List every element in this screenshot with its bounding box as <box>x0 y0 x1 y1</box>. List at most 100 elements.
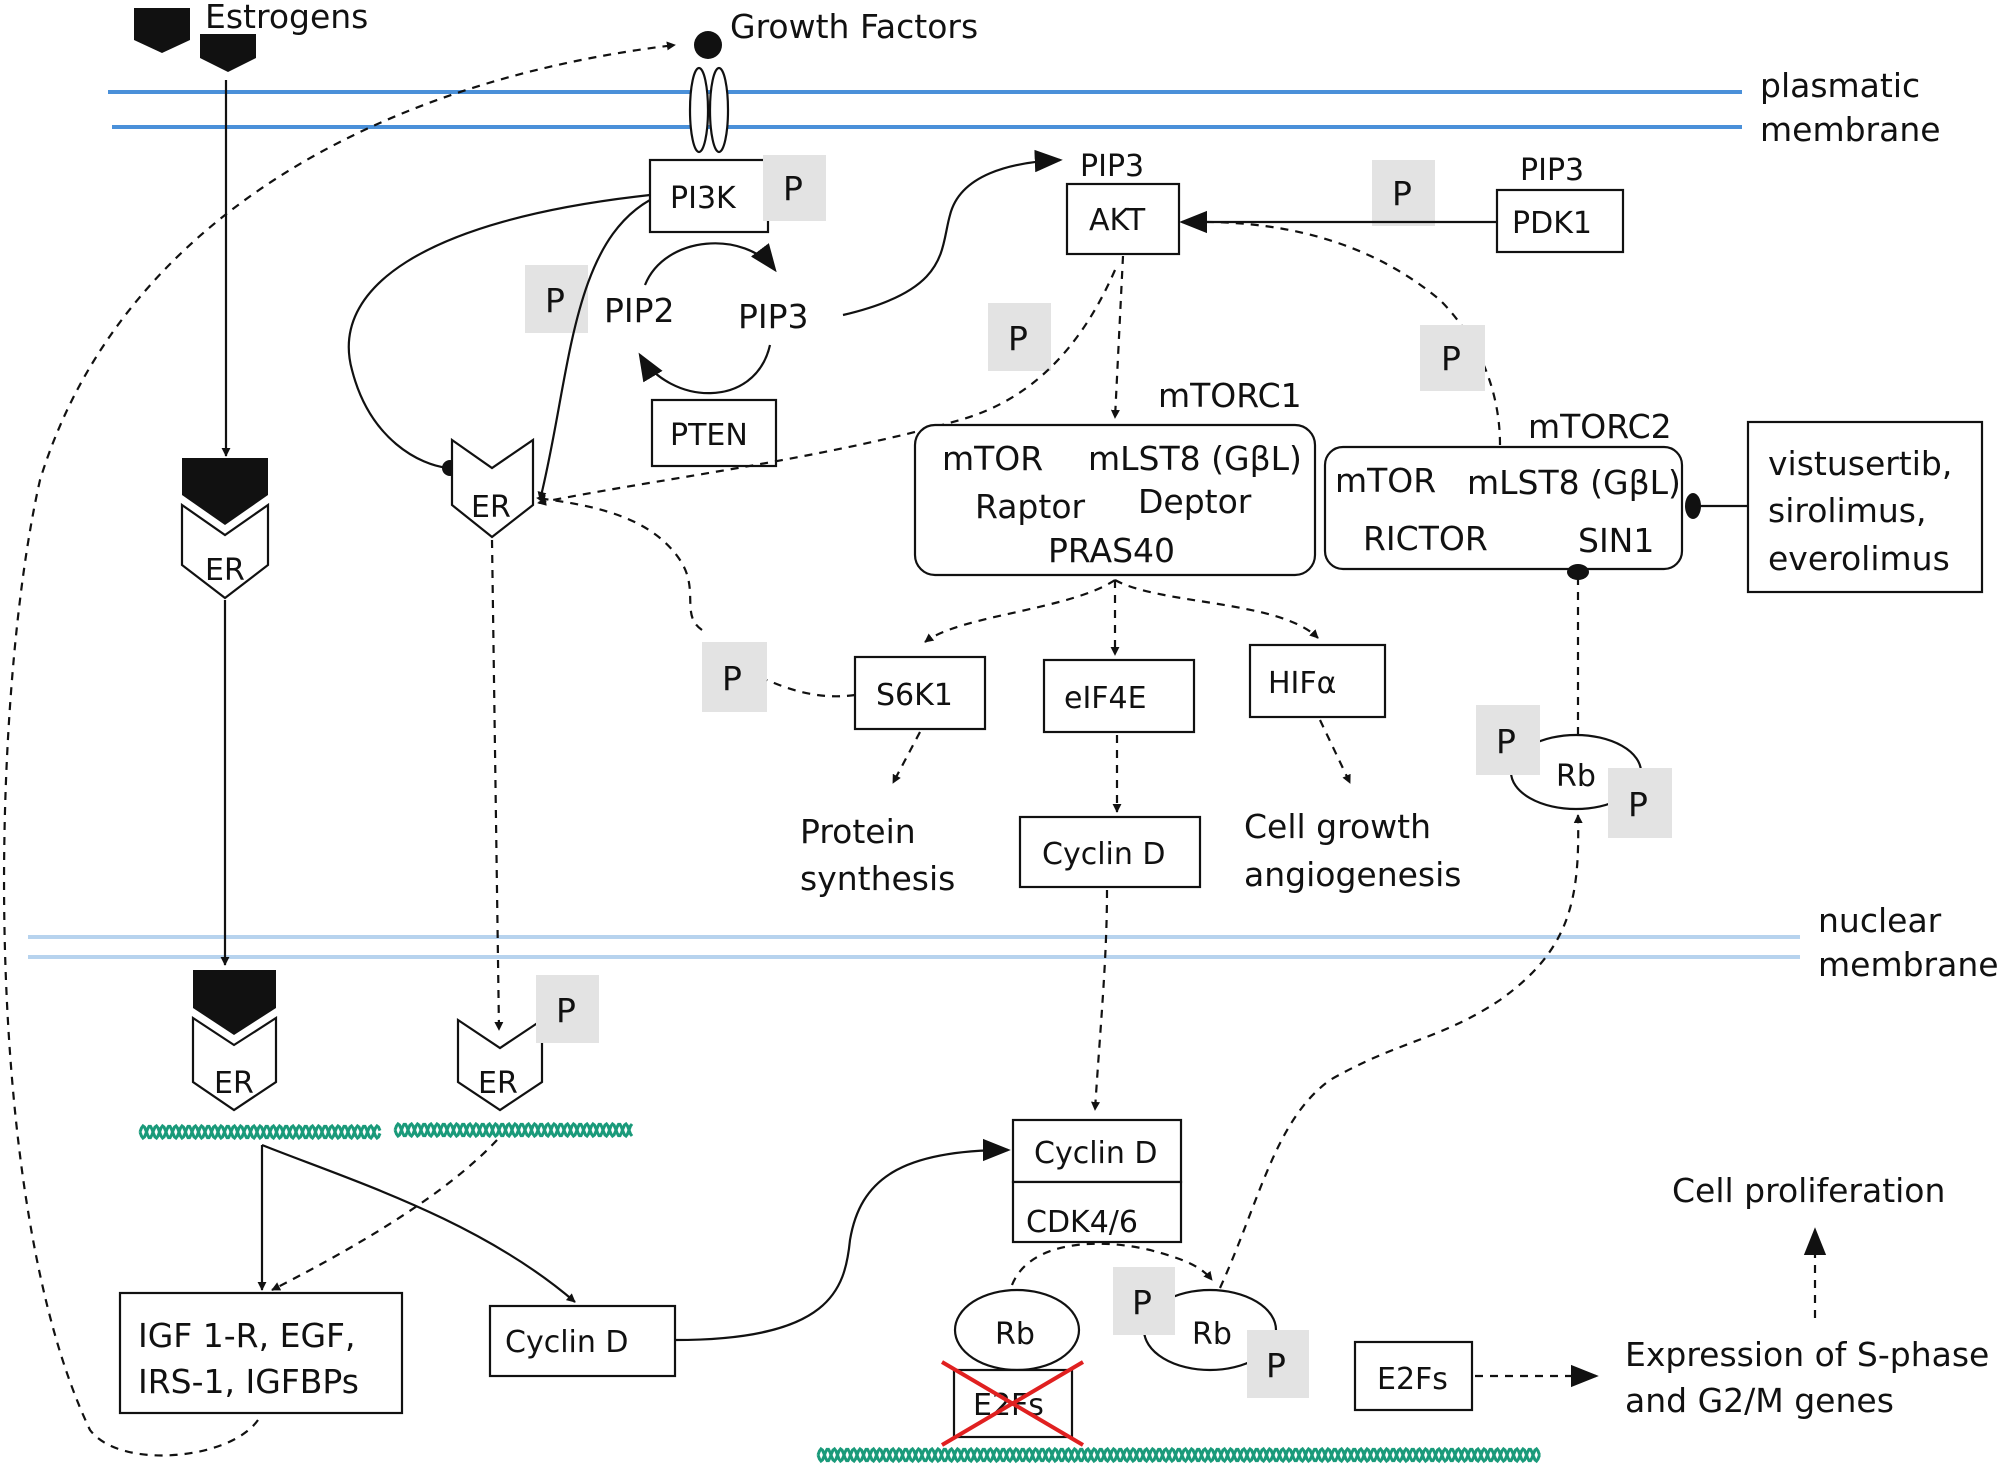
er-cytoplasm <box>180 502 270 600</box>
mtorc1-mtor: mTOR <box>942 439 1043 478</box>
rb-cyto-phospho-2 <box>1608 768 1672 838</box>
e2fs-free-label: E2Fs <box>1377 1362 1448 1397</box>
e2fs-free-box <box>1353 1340 1474 1412</box>
pi3k-to-er-outer <box>347 193 651 470</box>
er-nucleus-phospho <box>456 1017 544 1112</box>
estrogen-ligand-2 <box>200 34 256 72</box>
mtorc1-to-hifa-dashed <box>1114 579 1319 639</box>
expression-label-1: Expression of S-phase <box>1625 1335 1989 1374</box>
rb-nuc-to-rb-cyto-dashed <box>1218 814 1583 1289</box>
rb-cyto-phospho-1-label: P <box>1496 722 1516 761</box>
er-bound-ligand <box>182 458 268 525</box>
pip3-akt-label: PIP3 <box>1080 149 1144 184</box>
cell-growth-label-2: angiogenesis <box>1244 855 1461 894</box>
pip2-label: PIP2 <box>604 291 675 330</box>
protein-synthesis-label-2: synthesis <box>800 859 955 898</box>
er-middle-label: ER <box>471 490 511 525</box>
mtorc2-mtor: mTOR <box>1335 461 1436 500</box>
receptor-helix-left <box>688 66 710 154</box>
mtorc1-to-s6k1-dashed <box>924 579 1116 643</box>
pip2-to-pip3-arrow <box>643 242 777 286</box>
inhibitors-box <box>1746 420 1984 594</box>
igf-box <box>118 1291 404 1415</box>
inhibitors-inhibition-cap <box>1685 493 1701 519</box>
pdk1-phospho <box>1372 160 1435 226</box>
e2fs-cross-2 <box>940 1360 1085 1447</box>
pi3k-phospho <box>763 155 826 221</box>
cyclind-to-complex-dashed <box>1091 889 1109 1111</box>
dna-strands <box>138 1121 1541 1464</box>
mtorc2-phospho <box>1420 325 1485 391</box>
hifa-box <box>1248 643 1387 719</box>
mtorc2-to-akt-dashed <box>1189 217 1502 446</box>
nuclear-membrane-label-2: membrane <box>1818 945 1999 984</box>
mtorc2-box <box>1323 445 1684 571</box>
receptor-helix-right <box>708 66 730 154</box>
rb-nuc-phos-label: Rb <box>1192 1317 1232 1352</box>
pdk1-phospho-label: P <box>1392 174 1412 213</box>
rb-nuc-phospho-1-label: P <box>1132 1283 1152 1322</box>
growth-factor-ligand <box>694 31 722 59</box>
igf-label-2: IRS-1, IGFBPs <box>138 1362 359 1401</box>
akt-to-mtorc1-dashed <box>1110 255 1125 419</box>
akt-box <box>1065 182 1181 256</box>
rb-nuc-bound-label: Rb <box>995 1317 1035 1352</box>
cyclin-d-nuc-box <box>488 1304 677 1378</box>
cell-growth-label-1: Cell growth <box>1244 807 1431 846</box>
er-nucleus-ligand <box>193 970 276 1035</box>
dna-to-cyclind-arrow <box>261 1143 576 1303</box>
pip3-pdk1-label: PIP3 <box>1520 153 1584 188</box>
protein-synthesis-label-1: Protein <box>800 812 916 851</box>
dna-strand-1-1 <box>393 1121 634 1139</box>
er-nucleus-phospho-label: ER <box>478 1066 518 1101</box>
pip3-to-akt-arrow <box>842 149 1063 317</box>
eif4e-box <box>1042 658 1196 734</box>
mtorc1-pras40: PRAS40 <box>1048 531 1175 570</box>
s6k1-to-er-dashed <box>537 498 856 698</box>
pip2-phospho-label: P <box>545 281 565 320</box>
er-cytoplasm-label: ER <box>205 553 245 588</box>
estrogens-label: Estrogens <box>205 0 368 36</box>
mtorc1-mlst8: mLST8 (GβL) <box>1088 439 1302 478</box>
akt-label: AKT <box>1089 203 1146 238</box>
nuclear-membrane-label-1: nuclear <box>1818 901 1942 940</box>
rb-nuc-phospho-2 <box>1247 1330 1309 1398</box>
s6k1-er-phospho <box>702 642 767 712</box>
pdk1-label: PDK1 <box>1512 206 1592 241</box>
er-nucleus <box>191 1015 278 1112</box>
cyclin-d-complex-label: Cyclin D <box>1034 1136 1158 1171</box>
mtorc1-box <box>913 423 1317 577</box>
rb-nuc-phospho-1 <box>1113 1267 1175 1335</box>
inhibitors-label-2: sirolimus, <box>1768 491 1926 530</box>
pdk1-box <box>1495 188 1625 254</box>
cyclin-d-nuc-label: Cyclin D <box>505 1325 629 1360</box>
s6k1-box <box>853 655 987 731</box>
pip2-phospho <box>525 265 588 333</box>
er-nucleus-label: ER <box>214 1066 254 1101</box>
dna-strand-2-0 <box>816 1446 1541 1464</box>
pten-box <box>650 398 778 468</box>
eif4e-label: eIF4E <box>1064 681 1147 716</box>
er-phos-dna-to-igf-dashed <box>271 1139 498 1291</box>
mtorc1-label: mTORC1 <box>1158 376 1302 415</box>
cdk46-to-rb-dashed <box>1010 1242 1213 1286</box>
pi3k-to-er-inner <box>537 199 651 501</box>
mtorc1-deptor: Deptor <box>1138 482 1252 521</box>
pi3k-phospho-label: P <box>783 169 803 208</box>
rb-cyto-phospho-2-label: P <box>1628 785 1648 824</box>
plasmatic-membrane-label-1: plasmatic <box>1760 66 1920 105</box>
igf-label-1: IGF 1-R, EGF, <box>138 1316 355 1355</box>
cyclin-d-cyto-label: Cyclin D <box>1042 837 1166 872</box>
cdk46-box <box>1011 1180 1183 1244</box>
pip3-to-pip2-arrow <box>638 344 772 395</box>
cyclind-nuc-to-complex-arrow <box>674 1138 1011 1342</box>
mtorc2-mlst8: mLST8 (GβL) <box>1467 463 1681 502</box>
pi3k-box <box>648 158 770 234</box>
er-middle-to-nucleus-dashed <box>490 539 504 1031</box>
cyclin-d-cyto-box <box>1018 815 1202 889</box>
mtorc2-label: mTORC2 <box>1528 407 1672 446</box>
estrogen-ligand-1 <box>134 8 190 53</box>
pip3-cycle-label: PIP3 <box>738 297 809 336</box>
